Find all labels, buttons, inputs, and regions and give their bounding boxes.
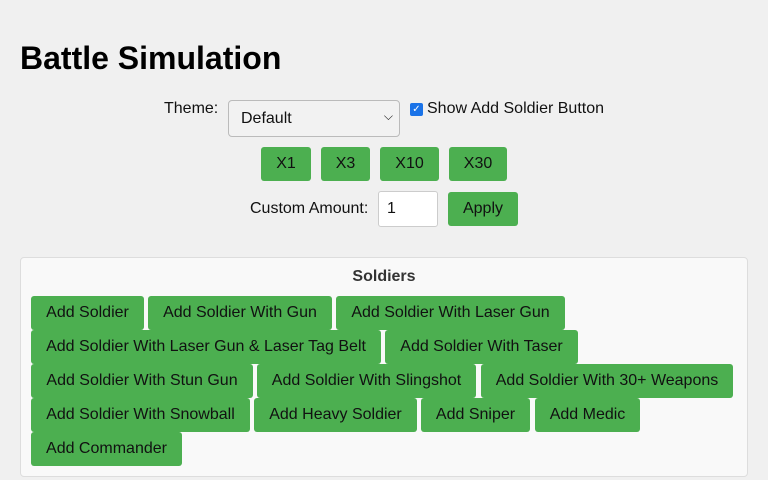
add-soldier-with-snowball-button[interactable]: Add Soldier With Snowball [31,398,250,432]
add-soldier-with-stun-gun-button[interactable]: Add Soldier With Stun Gun [31,364,253,398]
page-title: Battle Simulation [20,40,282,76]
add-sniper-button[interactable]: Add Sniper [421,398,530,432]
add-soldier-with-laser-gun-and-belt-button[interactable]: Add Soldier With Laser Gun & Laser Tag B… [31,330,381,364]
add-medic-button[interactable]: Add Medic [535,398,640,432]
add-soldier-with-gun-button[interactable]: Add Soldier With Gun [148,296,332,330]
show-add-soldier-label: Show Add Soldier Button [427,100,605,117]
multiplier-x3-button[interactable]: X3 [321,147,370,181]
add-soldier-with-laser-gun-button[interactable]: Add Soldier With Laser Gun [336,296,565,330]
custom-amount-label: Custom Amount: [250,200,369,217]
theme-selected-value: Default [241,110,292,127]
theme-label: Theme: [164,100,219,117]
multiplier-x30-button[interactable]: X30 [449,147,507,181]
add-heavy-soldier-button[interactable]: Add Heavy Soldier [254,398,417,432]
theme-select[interactable]: Default ⌵ [228,100,400,137]
multiplier-x10-button[interactable]: X10 [380,147,439,181]
show-add-soldier-toggle[interactable]: ✓ Show Add Soldier Button [410,100,604,118]
add-soldier-with-30-weapons-button[interactable]: Add Soldier With 30+ Weapons [481,364,733,398]
add-soldier-with-taser-button[interactable]: Add Soldier With Taser [385,330,578,364]
add-soldier-button[interactable]: Add Soldier [31,296,144,330]
soldiers-panel-title: Soldiers [352,268,416,285]
add-commander-button[interactable]: Add Commander [31,432,182,466]
apply-button[interactable]: Apply [448,192,518,226]
checkbox-checked-icon[interactable]: ✓ [410,102,423,116]
add-soldier-with-slingshot-button[interactable]: Add Soldier With Slingshot [257,364,476,398]
multiplier-x1-button[interactable]: X1 [261,147,311,181]
chevron-down-icon: ⌵ [383,109,393,123]
theme-row: Theme: Default ⌵ ✓ Show Add Soldier Butt… [0,99,768,139]
custom-amount-input[interactable]: 1 [378,191,438,227]
